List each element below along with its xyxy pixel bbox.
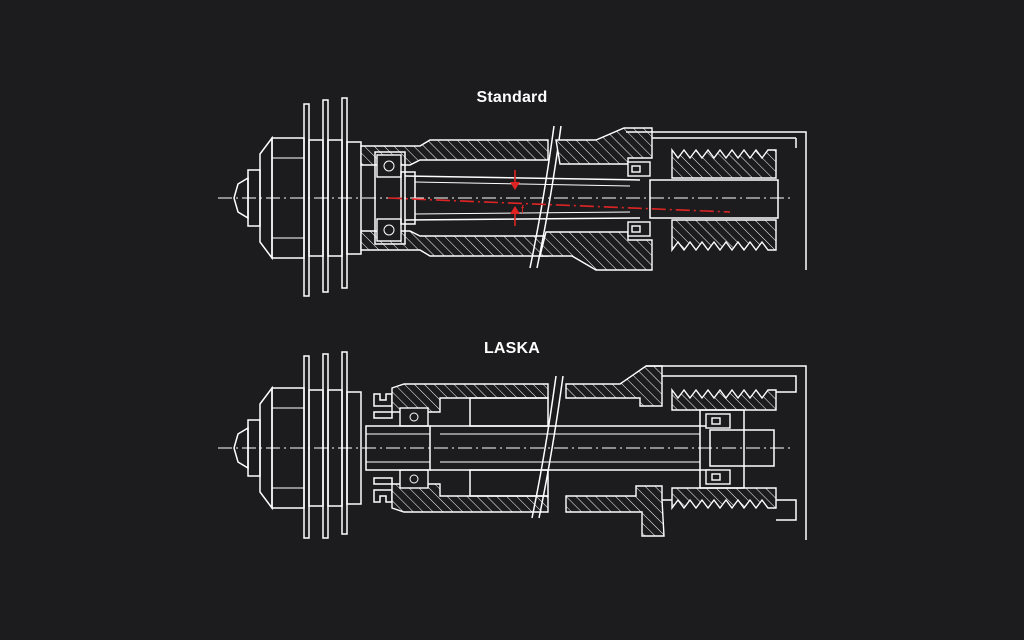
laska-spindle-shaft — [430, 425, 710, 471]
standard-deflection-indicator: f — [387, 170, 731, 226]
laska-motor-rotor — [671, 387, 777, 511]
standard-shaft-end — [649, 179, 779, 219]
deflected-axis-line — [387, 197, 731, 213]
laska-break-mark — [531, 375, 564, 519]
laska-rear-housing — [565, 365, 807, 540]
standard-motor-rotor — [671, 147, 777, 253]
laska-shaft-end — [709, 429, 775, 467]
standard-spindle-shaft — [404, 175, 641, 221]
laska-front-bearing — [365, 407, 431, 489]
laska-title: LASKA — [483, 340, 541, 357]
deflection-label: f — [521, 204, 525, 216]
standard-drawing: f — [218, 97, 807, 297]
laska-pulley-discs — [303, 351, 362, 539]
standard-rear-housing — [539, 127, 807, 271]
standard-pulley-discs — [303, 97, 362, 297]
laska-preload-sleeve — [469, 397, 549, 427]
standard-title: Standard — [476, 89, 548, 106]
laska-front-housing — [391, 383, 549, 513]
laska-rear-bearing — [699, 409, 775, 489]
laska-drawing — [218, 351, 807, 540]
standard-rear-bearing — [627, 161, 651, 237]
